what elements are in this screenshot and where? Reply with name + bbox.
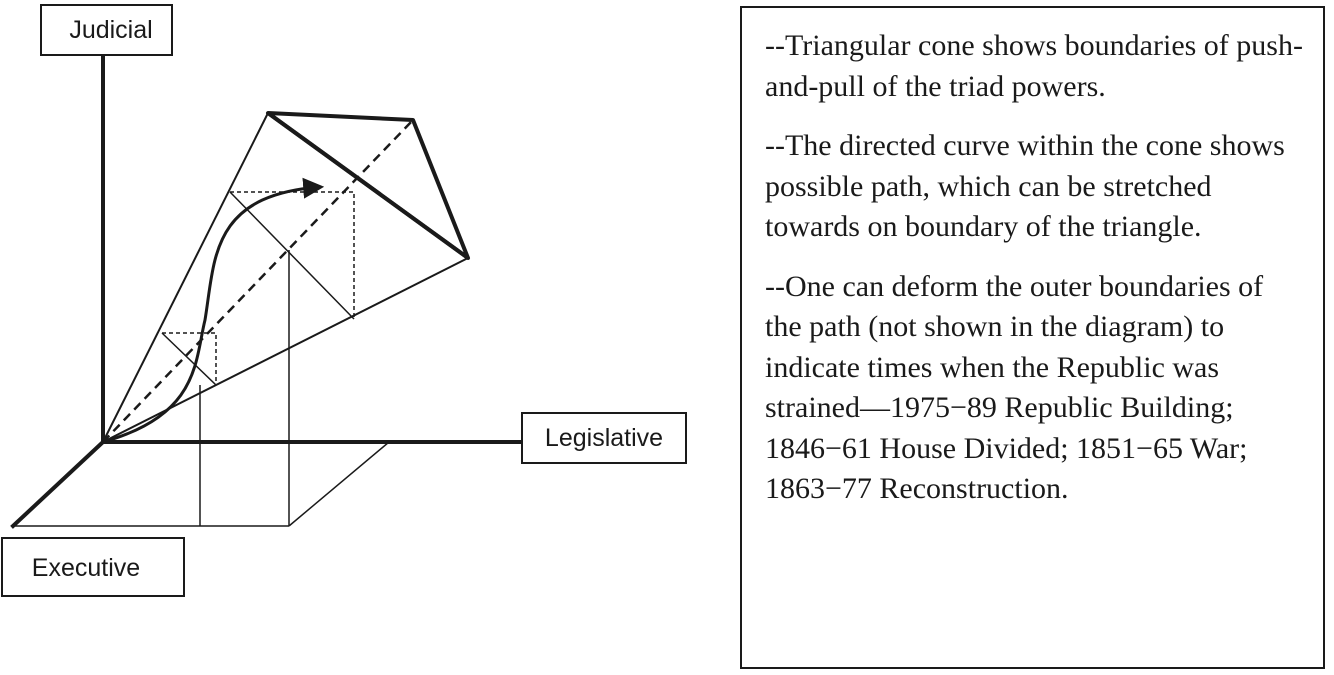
cone xyxy=(102,111,470,443)
note-deform-boundaries: --One can deform the outer boundaries of… xyxy=(765,269,1264,506)
path-guide-near xyxy=(162,332,217,385)
cone-edge-top xyxy=(102,112,269,443)
cone-axis-dashed xyxy=(102,119,414,443)
label-legislative: Legislative xyxy=(521,412,687,464)
cross-section-far xyxy=(229,191,355,320)
cross-section-near xyxy=(161,332,217,386)
cone-edge-bottom xyxy=(102,257,469,443)
note-cone-boundaries: --Triangular cone shows boundaries of pu… xyxy=(765,29,1303,103)
note-directed-curve: --The directed curve within the cone sho… xyxy=(765,129,1285,243)
label-executive-text: Executive xyxy=(32,554,140,582)
label-judicial-box xyxy=(40,4,173,56)
label-judicial: Judicial xyxy=(40,4,173,56)
cone-end-median xyxy=(266,111,470,260)
base-right-edge xyxy=(288,441,390,527)
executive-axis xyxy=(10,439,106,529)
label-judicial-text: Judicial xyxy=(69,16,152,44)
label-legislative-text: Legislative xyxy=(545,424,663,452)
axes xyxy=(10,53,524,529)
label-legislative-box xyxy=(521,412,687,464)
directed-curve xyxy=(102,177,325,444)
cross-sections xyxy=(161,191,355,386)
label-executive-box xyxy=(1,537,185,597)
base-projection xyxy=(13,250,390,527)
dashed-guides xyxy=(102,119,414,443)
label-executive: Executive xyxy=(1,537,185,597)
explanation-box: --Triangular cone shows boundaries of pu… xyxy=(740,6,1325,669)
